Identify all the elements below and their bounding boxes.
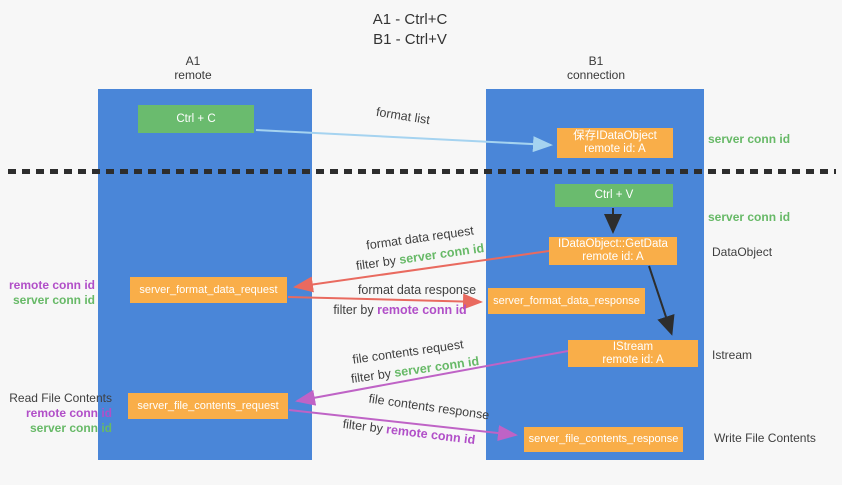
lane-header-b1: B1 connection — [536, 54, 656, 82]
node-server-format-data-response: server_format_data_response — [488, 288, 645, 314]
node-ctrl-c-label: Ctrl + C — [176, 112, 216, 125]
diagram-title: A1 - Ctrl+C B1 - Ctrl+V — [300, 10, 520, 50]
label-filter-by-prefix-4: filter by — [341, 416, 388, 437]
node-server-format-data-request-label: server_format_data_request — [139, 283, 278, 296]
label-format-list: format list — [375, 104, 431, 128]
annotation-istream: Istream — [712, 348, 753, 362]
label-format-data-response: format data response — [357, 283, 477, 297]
label-filter-key-remote-2: remote conn id — [377, 303, 467, 317]
label-filter-key-remote-4: remote conn id — [385, 422, 477, 448]
label-filter-by-prefix-2: filter by — [333, 303, 378, 317]
node-idataobject-getdata: IDataObject::GetData remote id: A — [549, 237, 677, 265]
lane-a1-id: A1 — [185, 54, 201, 68]
label-filter-by-prefix-3: filter by — [350, 365, 396, 386]
annotation-block-bottom-left: Read File Contents remote conn id server… — [0, 391, 112, 436]
node-ctrl-c: Ctrl + C — [138, 105, 254, 133]
node-server-file-contents-response-label: server_file_contents_response — [528, 433, 679, 445]
annotation-mid-server-conn-id: server conn id — [12, 293, 95, 307]
lane-header-a1: A1 remote — [133, 54, 253, 82]
annotation-read-file-contents: Read File Contents — [9, 391, 112, 405]
node-ctrl-v: Ctrl + V — [555, 184, 673, 207]
node-server-file-contents-request: server_file_contents_request — [128, 393, 288, 419]
annotation-bottom-server-conn-id: server conn id — [29, 421, 112, 435]
node-idataobject-getdata-line2: remote id: A — [582, 251, 644, 263]
node-server-file-contents-request-label: server_file_contents_request — [137, 399, 279, 412]
title-line-1: A1 - Ctrl+C — [372, 11, 448, 28]
node-istream: IStream remote id: A — [568, 340, 698, 367]
annotation-block-mid-left: remote conn id server conn id — [0, 278, 95, 308]
lane-a1-label: remote — [174, 68, 212, 82]
lane-b1-label: connection — [566, 68, 626, 82]
node-save-idataobject-line2: remote id: A — [584, 143, 646, 155]
node-server-format-data-response-label: server_format_data_response — [493, 294, 640, 307]
label-filter-by-remote-conn-id-2: filter by remote conn id — [315, 303, 485, 317]
lane-b1-id: B1 — [588, 54, 604, 68]
node-server-format-data-request: server_format_data_request — [130, 277, 287, 303]
label-filter-by-remote-conn-id-4: filter by remote conn id — [324, 415, 494, 450]
node-istream-line2: remote id: A — [602, 353, 664, 366]
annotation-mid-remote-conn-id: remote conn id — [8, 278, 95, 292]
node-idataobject-getdata-line1: IDataObject::GetData — [558, 238, 668, 250]
label-filter-by-prefix-1: filter by — [355, 252, 401, 273]
phase-divider-dotted-line — [8, 169, 836, 174]
node-istream-line1: IStream — [612, 340, 654, 353]
annotation-server-conn-id-top: server conn id — [708, 132, 791, 146]
node-save-idataobject-line1: 保存IDataObject — [573, 130, 657, 142]
node-save-idataobject: 保存IDataObject remote id: A — [557, 128, 673, 158]
annotation-bottom-remote-conn-id: remote conn id — [25, 406, 112, 420]
annotation-server-conn-id-mid: server conn id — [708, 210, 791, 224]
title-line-2: B1 - Ctrl+V — [373, 31, 447, 48]
annotation-dataobject: DataObject — [712, 245, 773, 259]
arrow-format-data-response — [287, 293, 483, 310]
node-server-file-contents-response: server_file_contents_response — [524, 427, 683, 452]
node-ctrl-v-label: Ctrl + V — [594, 189, 634, 201]
annotation-write-file-contents: Write File Contents — [714, 431, 816, 445]
